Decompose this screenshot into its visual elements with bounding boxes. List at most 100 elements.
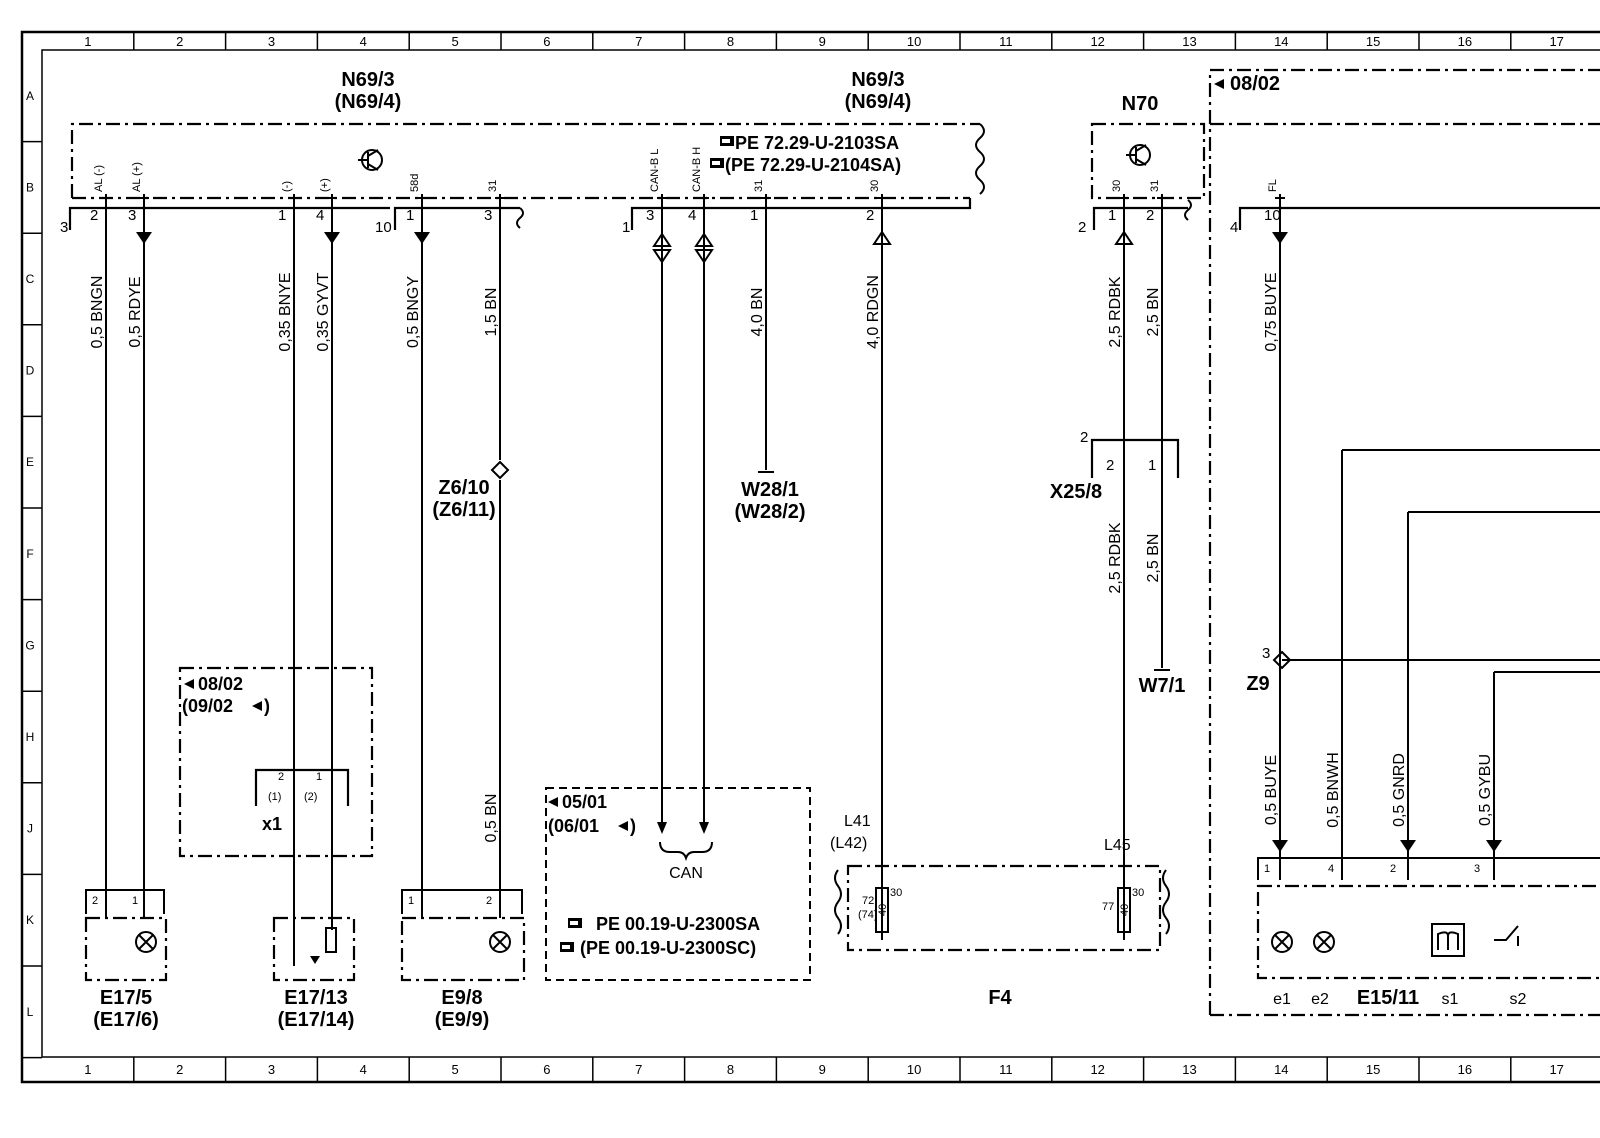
e17-14-label: (E17/14) (278, 1009, 355, 1031)
x25-8-pin1: 1 (1148, 457, 1156, 474)
hand-pointer-icon (710, 158, 724, 168)
connector-2-label: 2 (1078, 219, 1086, 236)
pin-number-label: 4 (316, 207, 324, 224)
arrow-up-icon (1114, 230, 1134, 245)
grid-col-top: 4 (360, 34, 367, 49)
fuse-40a (875, 887, 889, 933)
x1-ref-0902: (09/02 (182, 696, 233, 716)
pin-number-label: 1 (1108, 207, 1116, 224)
arrow-down-icon (694, 249, 714, 264)
grid-col-bottom: 3 (268, 1062, 275, 1077)
f4-label: F4 (988, 987, 1012, 1009)
grid-col-top: 2 (176, 34, 183, 49)
e17-6-label: (E17/6) (93, 1009, 159, 1031)
e15-e1: e1 (1273, 991, 1291, 1008)
grid-row-label: K (26, 913, 34, 927)
arrow-up-icon (872, 230, 892, 245)
can-label: CAN (669, 865, 703, 882)
pin-function-label: 30 (869, 180, 881, 192)
n69-right-label: N69/3 (851, 69, 904, 91)
pin-tick (1275, 194, 1285, 208)
fuse-72: 72 (862, 895, 874, 907)
outer-frame (20, 30, 1600, 1084)
grid-labels: 1122334455667788991010111112121313141415… (25, 34, 1564, 1077)
inner-frame (41, 49, 1600, 1058)
grid-col-bottom: 8 (727, 1062, 734, 1077)
grid-row-label: B (26, 180, 34, 194)
connector-3-bar (68, 206, 390, 230)
x1-pin-alt-2: (2) (304, 791, 317, 803)
grid-col-bottom: 10 (907, 1062, 921, 1077)
break-symbol (1162, 869, 1170, 935)
grid-col-bottom: 11 (999, 1062, 1013, 1077)
pe-ref-top-2: (PE 72.29-U-2104SA) (725, 155, 901, 175)
grid-col-bottom: 2 (176, 1062, 183, 1077)
wire-label: 0,5 BNGN (89, 276, 106, 349)
grid-col-top: 15 (1366, 34, 1380, 49)
connector-1-label: 1 (622, 219, 630, 236)
wire-label: 2,5 BN (1145, 534, 1162, 583)
pin-function-label: CAN-B H (691, 147, 703, 192)
pin-tick (877, 194, 887, 208)
arrow-down-icon (652, 249, 672, 264)
grid-col-bottom: 9 (819, 1062, 826, 1077)
f4-fuse-box (846, 864, 1162, 952)
pin-tick (699, 194, 709, 208)
transistor-icon (358, 149, 383, 171)
x25-8-pin-label: 2 (1080, 429, 1088, 446)
w7-1-label: W7/1 (1139, 675, 1186, 697)
e17-5-label: E17/5 (100, 987, 152, 1009)
z9-pin: 3 (1262, 645, 1270, 662)
e15-pin-2: 2 (1390, 863, 1396, 875)
arrow-right-icon (548, 797, 558, 807)
pin-number-label: 3 (646, 207, 654, 224)
e17-13-label: E17/13 (284, 987, 347, 1009)
break-symbol (516, 207, 524, 229)
can-module-boundary (545, 787, 811, 981)
arrow-right-icon (252, 701, 262, 711)
arrow-up-icon (652, 232, 672, 247)
lamp-icon (1313, 931, 1335, 953)
x1-label: x1 (262, 814, 282, 834)
e15-pin-3: 3 (1474, 863, 1480, 875)
w28-1-label: W28/1 (741, 479, 799, 501)
fuse-l45: L45 (1104, 837, 1131, 854)
pin-function-label: 58d (409, 174, 421, 192)
n69-left-label: N69/3 (341, 69, 394, 91)
grid-col-bottom: 12 (1090, 1062, 1104, 1077)
arrow-down-icon (657, 822, 667, 834)
wire-label: 0,5 BNWH (1325, 752, 1342, 828)
grid-col-bottom: 17 (1549, 1062, 1563, 1077)
n70-module-boundary (1090, 122, 1206, 200)
e15-11-connector (1257, 857, 1600, 880)
fuse-74: (74) (858, 909, 878, 921)
wire-label: 0,35 GYVT (315, 272, 332, 351)
grid-col-bottom: 14 (1274, 1062, 1288, 1077)
e15-e2: e2 (1311, 991, 1329, 1008)
x1-ref-0802: 08/02 (198, 674, 243, 694)
grid-row-label: H (26, 730, 35, 744)
pin-tick (101, 194, 111, 208)
grid-col-top: 17 (1549, 34, 1563, 49)
pe-ref-bottom-2: (PE 00.19-U-2300SC) (580, 938, 756, 958)
e17-5-housing (84, 916, 168, 982)
lamp-icon (135, 931, 157, 953)
grid-row-label: D (26, 364, 35, 378)
wire-label: 2,5 RDBK (1107, 522, 1124, 593)
connector-3-label: 3 (60, 219, 68, 236)
e17-5-connector (85, 889, 165, 914)
pin-function-label: CAN-B L (649, 149, 661, 192)
grid-ticks (22, 32, 1512, 1082)
wire-label: 0,5 BN (483, 794, 500, 843)
x1-connector (254, 768, 350, 806)
pin-function-label: 31 (487, 180, 499, 192)
right-module-boundary (1208, 68, 1600, 1015)
n69-right-alt-label: (N69/4) (845, 91, 912, 113)
connector-4-label: 4 (1230, 219, 1238, 236)
x25-8-pin2: 2 (1106, 457, 1114, 474)
arrow-down-icon (1272, 232, 1288, 244)
e15-s1: s1 (1442, 991, 1459, 1008)
